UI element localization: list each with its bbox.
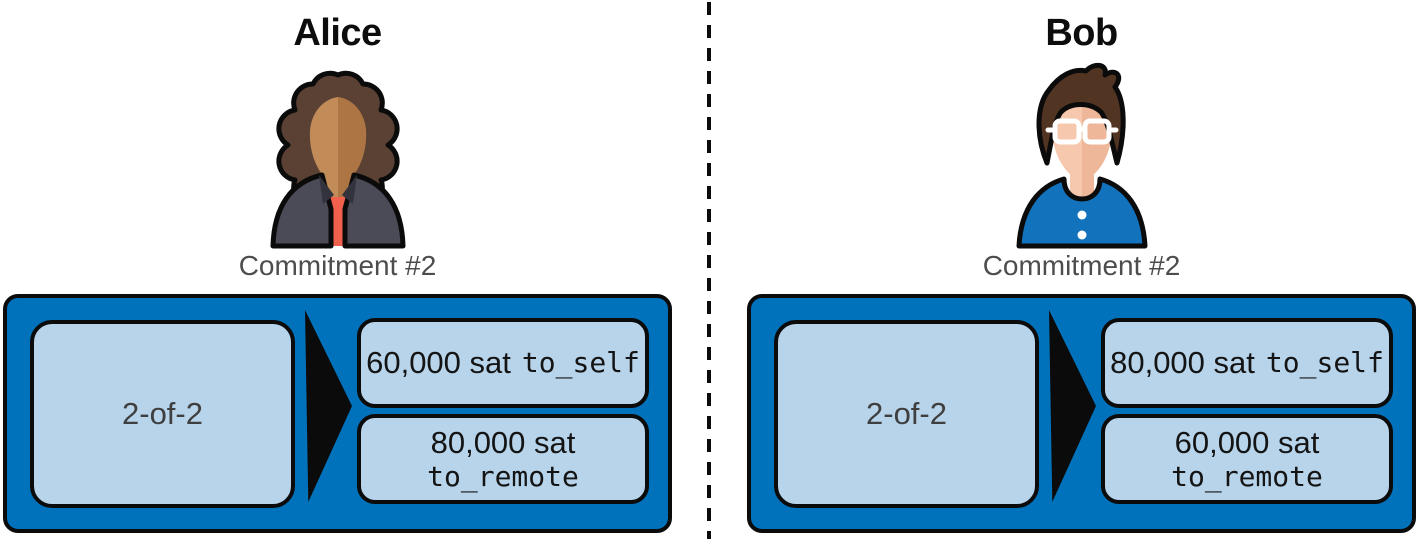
input-label: 2-of-2 xyxy=(866,396,947,431)
funding-input-box-bob: 2-of-2 xyxy=(774,320,1039,508)
output-box-to-remote: 60,000 sat to_remote xyxy=(1101,414,1393,504)
right-arrow-icon xyxy=(1049,310,1096,502)
alice-header: Alice Commitment #2 xyxy=(3,0,672,281)
output-amount: 80,000 sat xyxy=(1110,344,1255,380)
output-amount: 60,000 sat xyxy=(366,344,511,380)
outputs-column-alice: 60,000 sat to_self 80,000 sat to_remote xyxy=(357,318,649,504)
output-box-to-self: 60,000 sat to_self xyxy=(357,318,649,408)
commitment-transaction-box-alice: 2-of-2 60,000 sat to_self 80,000 sat to_… xyxy=(3,294,672,533)
output-box-to-remote: 80,000 sat to_remote xyxy=(357,414,649,504)
bob-panel: Bob Commitment # xyxy=(710,0,1419,539)
bob-header: Bob Commitment # xyxy=(747,0,1416,281)
output-amount: 60,000 sat xyxy=(1174,424,1320,460)
person-name-bob: Bob xyxy=(1045,12,1118,54)
output-script: to_self xyxy=(1265,346,1384,380)
commitment-transaction-box-bob: 2-of-2 80,000 sat to_self 60,000 sat to_… xyxy=(747,294,1416,533)
output-script: to_remote xyxy=(1171,459,1323,493)
woman-curly-hair-avatar-icon xyxy=(270,70,405,249)
alice-panel: Alice Commitment #2 xyxy=(0,0,709,539)
funding-input-box-alice: 2-of-2 xyxy=(30,320,295,508)
outputs-column-bob: 80,000 sat to_self 60,000 sat to_remote xyxy=(1101,318,1393,504)
output-amount: 80,000 sat xyxy=(430,424,576,460)
output-script: to_self xyxy=(521,346,640,380)
right-arrow-icon xyxy=(305,310,352,502)
output-script: to_remote xyxy=(427,459,579,493)
output-box-to-self: 80,000 sat to_self xyxy=(1101,318,1393,408)
man-glasses-avatar-icon xyxy=(1016,62,1147,249)
commitment-label-bob: Commitment #2 xyxy=(982,249,1181,281)
commitment-label-alice: Commitment #2 xyxy=(238,249,437,281)
dashed-vertical-divider xyxy=(707,2,711,539)
input-label: 2-of-2 xyxy=(122,396,203,431)
person-name-alice: Alice xyxy=(293,12,382,54)
